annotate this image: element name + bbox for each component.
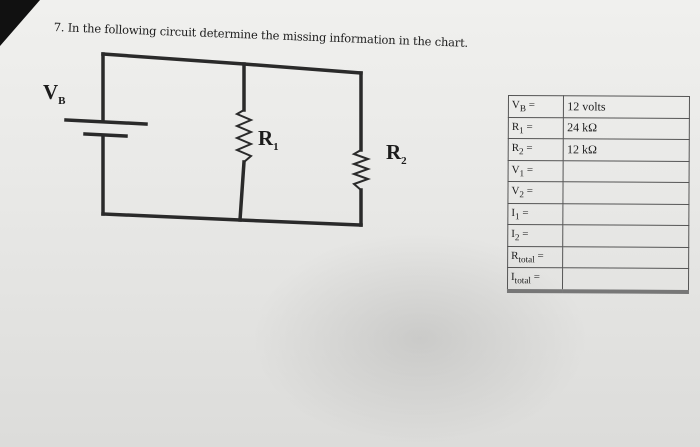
chart-value: 12 kΩ xyxy=(563,138,690,161)
chart-value xyxy=(563,203,689,226)
chart-row-r2: R2 = 12 kΩ xyxy=(508,138,690,161)
r1-label: R1 xyxy=(258,126,279,154)
chart-row-r1: R1 = 24 kΩ xyxy=(508,117,690,140)
chart-row-itotal: Itotal = xyxy=(507,267,689,292)
dark-corner xyxy=(0,0,40,46)
chart-row-rtotal: Rtotal = xyxy=(507,246,689,269)
paper-shadow xyxy=(250,230,590,447)
wire-top xyxy=(101,52,363,75)
chart-row-vb: VB = 12 volts xyxy=(508,95,690,118)
chart-label: VB = xyxy=(508,95,564,118)
chart-label: I1 = xyxy=(507,203,564,225)
chart-label: V2 = xyxy=(507,181,564,204)
chart-value xyxy=(563,160,690,183)
chart-row-v1: V1 = xyxy=(508,160,690,183)
resistor-r1 xyxy=(234,109,254,163)
chart-label: Rtotal = xyxy=(507,246,564,268)
chart-value xyxy=(563,181,690,204)
chart-value: 12 volts xyxy=(563,95,690,118)
chart-row-i2: I2 = xyxy=(507,224,689,247)
data-chart: VB = 12 volts R1 = 24 kΩ R2 = 12 kΩ V1 =… xyxy=(507,95,690,293)
chart-label: I2 = xyxy=(507,224,564,247)
chart-value xyxy=(562,246,689,269)
chart-label: R1 = xyxy=(508,117,564,139)
wire-bottom xyxy=(101,212,363,227)
chart-label: Itotal = xyxy=(507,267,563,291)
chart-label: R2 = xyxy=(508,138,564,161)
chart-value xyxy=(562,267,689,292)
chart-row-v2: V2 = xyxy=(507,181,690,204)
wire-r1-bottom xyxy=(238,160,246,222)
resistor-r2 xyxy=(351,149,371,191)
battery-long-plate xyxy=(64,118,148,126)
chart-value xyxy=(563,224,689,247)
vb-label: VB xyxy=(43,80,66,108)
chart-row-i1: I1 = xyxy=(507,203,689,226)
r2-label: R2 xyxy=(386,140,407,168)
battery-short-plate xyxy=(83,132,128,138)
chart-label: V1 = xyxy=(508,160,564,182)
chart-value: 24 kΩ xyxy=(563,117,690,140)
